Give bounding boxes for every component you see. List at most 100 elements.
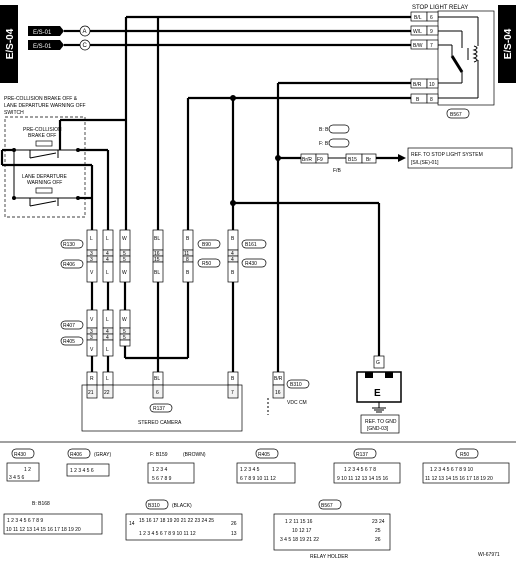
svg-text:1 2 3 4 5 6 7 8: 1 2 3 4 5 6 7 8	[344, 467, 376, 473]
svg-text:5: 5	[123, 329, 126, 335]
svg-text:W: W	[122, 270, 127, 276]
svg-text:PRE-COLLISION BRAKE OFF &: PRE-COLLISION BRAKE OFF &	[4, 96, 78, 102]
svg-text:4: 4	[106, 257, 109, 263]
svg-text:B/L: B/L	[414, 15, 422, 21]
svg-text:B567: B567	[450, 112, 462, 118]
connector-tags-r130-r406: R130 R406	[60, 239, 84, 269]
svg-text:3 4 5 18 19 21 22: 3 4 5 18 19 21 22	[280, 537, 319, 543]
svg-text:E/S-04: E/S-04	[5, 28, 16, 59]
svg-text:10: 10	[429, 82, 435, 88]
svg-text:B: B	[231, 376, 235, 382]
connector-tags-b161-r430: B161 R430	[241, 239, 267, 268]
svg-text:B310: B310	[290, 382, 302, 388]
svg-text:BL: BL	[154, 270, 160, 276]
svg-text:R430: R430	[14, 452, 26, 458]
svg-text:Br: Br	[366, 157, 371, 163]
svg-text:V: V	[90, 270, 94, 276]
pin-column-2: L 4 4 L	[102, 229, 114, 283]
input-ref-a[interactable]: E/S-01 A	[28, 25, 91, 37]
svg-text:6 7 8 9 10 11 12: 6 7 8 9 10 11 12	[240, 476, 276, 482]
svg-text:26: 26	[231, 521, 237, 527]
svg-text:9: 9	[430, 29, 433, 35]
svg-text:B: B	[231, 270, 235, 276]
arrow-right-icon	[398, 154, 406, 162]
svg-text:W: W	[122, 317, 127, 323]
svg-text:1 2 3 4 5 6: 1 2 3 4 5 6	[70, 468, 94, 474]
svg-text:4: 4	[106, 329, 109, 335]
svg-text:15: 15	[154, 257, 160, 263]
connector-view-r405[interactable]: R405 1 2 3 4 5 6 7 8 9 10 11 12	[236, 448, 296, 484]
svg-text:R407: R407	[63, 323, 75, 329]
ground-terminal[interactable]: G E REF. TO GND [GND-03]	[356, 355, 402, 434]
svg-text:1 2 3 4 5 6 7 8 9 10: 1 2 3 4 5 6 7 8 9 10	[430, 467, 473, 473]
svg-text:BRAKE OFF: BRAKE OFF	[28, 133, 56, 139]
svg-text:11: 11	[184, 251, 189, 257]
svg-text:L: L	[106, 376, 109, 382]
pre-collision-switch[interactable]: PRE-COLLISION BRAKE OFF	[12, 127, 80, 198]
svg-text:23 24: 23 24	[372, 519, 385, 525]
pin-column-1: L 3 3 V	[86, 229, 98, 283]
connector-view-b567[interactable]: B567 1 2 11 15 16 10 12 17 3 4 5 18 19 2…	[273, 499, 391, 551]
connector-view-b310[interactable]: B310 (BLACK) 14 15 16 17 18 19 20 21 22 …	[125, 499, 243, 541]
input-ref-c[interactable]: E/S-01 C	[28, 39, 91, 51]
svg-text:LANE DEPARTURE: LANE DEPARTURE	[22, 174, 67, 180]
svg-text:L: L	[90, 236, 93, 242]
svg-text:Br/R: Br/R	[302, 157, 312, 163]
svg-text:11 12 13 14 15 16 17 18 19 20: 11 12 13 14 15 16 17 18 19 20	[425, 476, 493, 482]
svg-text:6: 6	[430, 15, 433, 21]
svg-text:B/R: B/R	[413, 82, 422, 88]
svg-text:3: 3	[90, 335, 93, 341]
vdc-cm[interactable]: B/R 16 B310 VDC CM	[267, 371, 310, 415]
svg-text:B/W: B/W	[413, 43, 423, 49]
stop-light-relay-box[interactable]	[437, 10, 495, 106]
connector-view-r430[interactable]: R430 1 2 3 4 5 6	[6, 448, 40, 482]
svg-text:B: B168: B: B168	[32, 501, 50, 507]
svg-text:10 12 17: 10 12 17	[292, 528, 312, 534]
svg-text:R50: R50	[460, 452, 469, 458]
switch-title: PRE-COLLISION BRAKE OFF & LANE DEPARTURE…	[4, 96, 86, 116]
relay-pin-labels: B/L 6 W/L 9 B/W 7 B/R 10 B 8	[410, 11, 439, 104]
svg-text:L: L	[106, 347, 109, 353]
svg-text:1 2 3 4 5: 1 2 3 4 5	[240, 467, 260, 473]
svg-text:C: C	[83, 43, 88, 49]
fb-connector[interactable]: B: B168 F: B159 Br/R F9 B15 Br F/B	[300, 124, 377, 174]
svg-text:10 11 12 13 14 15 16 17 18 19: 10 11 12 13 14 15 16 17 18 19 20	[6, 527, 81, 533]
svg-text:E/S-04: E/S-04	[503, 28, 514, 59]
svg-text:F: B159: F: B159	[150, 452, 168, 458]
svg-text:R137: R137	[153, 406, 165, 412]
svg-text:21: 21	[88, 390, 94, 396]
connector-view-r406[interactable]: R406 (GRAY) 1 2 3 4 5 6	[66, 448, 111, 477]
lane-departure-switch[interactable]: LANE DEPARTURE WARNING OFF	[12, 174, 80, 207]
svg-text:WARNING OFF: WARNING OFF	[27, 180, 62, 186]
connector-view-r137[interactable]: R137 1 2 3 4 5 6 7 8 9 10 11 12 13 14 15…	[333, 448, 401, 484]
connector-view-b168[interactable]: B: B168 1 2 3 4 5 6 7 8 9 10 11 12 13 14…	[3, 501, 103, 535]
svg-text:1 2 3 4: 1 2 3 4	[152, 467, 168, 473]
svg-text:L: L	[106, 317, 109, 323]
svg-text:R405: R405	[63, 339, 75, 345]
svg-text:BL: BL	[154, 376, 160, 382]
svg-text:W/L: W/L	[413, 29, 422, 35]
side-tab-left[interactable]: E/S-04	[0, 5, 18, 83]
svg-text:B: B	[186, 270, 190, 276]
connector-view-r50[interactable]: R50 1 2 3 4 5 6 7 8 9 10 11 12 13 14 15 …	[422, 448, 510, 484]
svg-text:B: B168: B: B168	[319, 127, 337, 133]
svg-text:13: 13	[231, 531, 237, 537]
switch-box[interactable]	[4, 116, 86, 218]
svg-text:1 2 3 4 5 6 7 8 9 10 11 12: 1 2 3 4 5 6 7 8 9 10 11 12	[139, 531, 196, 537]
svg-text:V: V	[90, 317, 94, 323]
svg-text:B567: B567	[321, 503, 333, 509]
side-tab-right[interactable]: E/S-04	[498, 5, 516, 83]
stereo-camera[interactable]: R 21 L 22 BL 6 B 7 R137 STEREO CAMERA	[81, 371, 243, 432]
svg-text:4: 4	[231, 257, 234, 263]
relay-holder-label: RELAY HOLDER	[310, 554, 349, 560]
svg-text:4: 4	[106, 251, 109, 257]
ref-stop-light-box[interactable]: REF. TO STOP LIGHT SYSTEM [S/L(SE)-01]	[407, 147, 513, 169]
pin-column-6: B 4 4 B	[227, 229, 239, 283]
relay-connector-tag[interactable]: B567	[446, 108, 470, 119]
svg-text:B161: B161	[245, 242, 257, 248]
connector-view-b159[interactable]: F: B159 (BROWN) 1 2 3 4 5 6 7 8 9	[147, 452, 206, 484]
connector-row-1: L 3 3 V L 4 4 L W 5 5 W R130 R406 BL 16 …	[60, 229, 267, 283]
svg-text:R130: R130	[63, 242, 75, 248]
svg-text:(BROWN): (BROWN)	[183, 452, 206, 458]
